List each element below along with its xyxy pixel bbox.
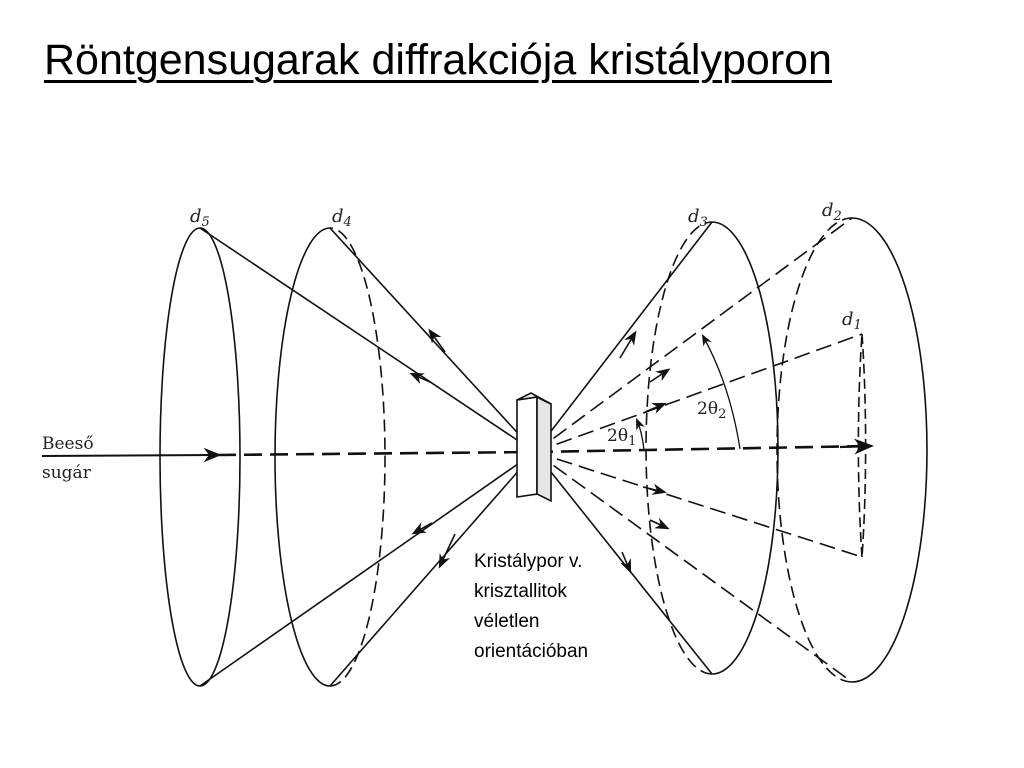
ray-arrows xyxy=(409,328,671,574)
label-d1: d1 xyxy=(842,309,862,333)
cone-d1 xyxy=(534,333,867,558)
label-2theta1: 2θ1 xyxy=(607,426,636,449)
label-d2: d2 xyxy=(822,200,842,224)
cone-d5 xyxy=(159,227,536,687)
label-2theta2: 2θ2 xyxy=(697,399,726,422)
sample-caption: Kristálypor v. krisztallitok véletlen or… xyxy=(474,551,588,662)
label-d4: d4 xyxy=(332,206,352,230)
cone-d3 xyxy=(534,221,779,675)
angle-arcs xyxy=(636,333,741,451)
label-d3: d3 xyxy=(688,206,708,230)
page-title: Röntgensugarak diffrakciója kristályporo… xyxy=(44,36,832,84)
sample-plate xyxy=(516,392,552,503)
cone-d2 xyxy=(534,217,928,683)
incident-beam xyxy=(41,438,874,463)
incident-beam-label: Beeső sugár xyxy=(42,434,99,483)
label-d5: d5 xyxy=(190,206,210,230)
